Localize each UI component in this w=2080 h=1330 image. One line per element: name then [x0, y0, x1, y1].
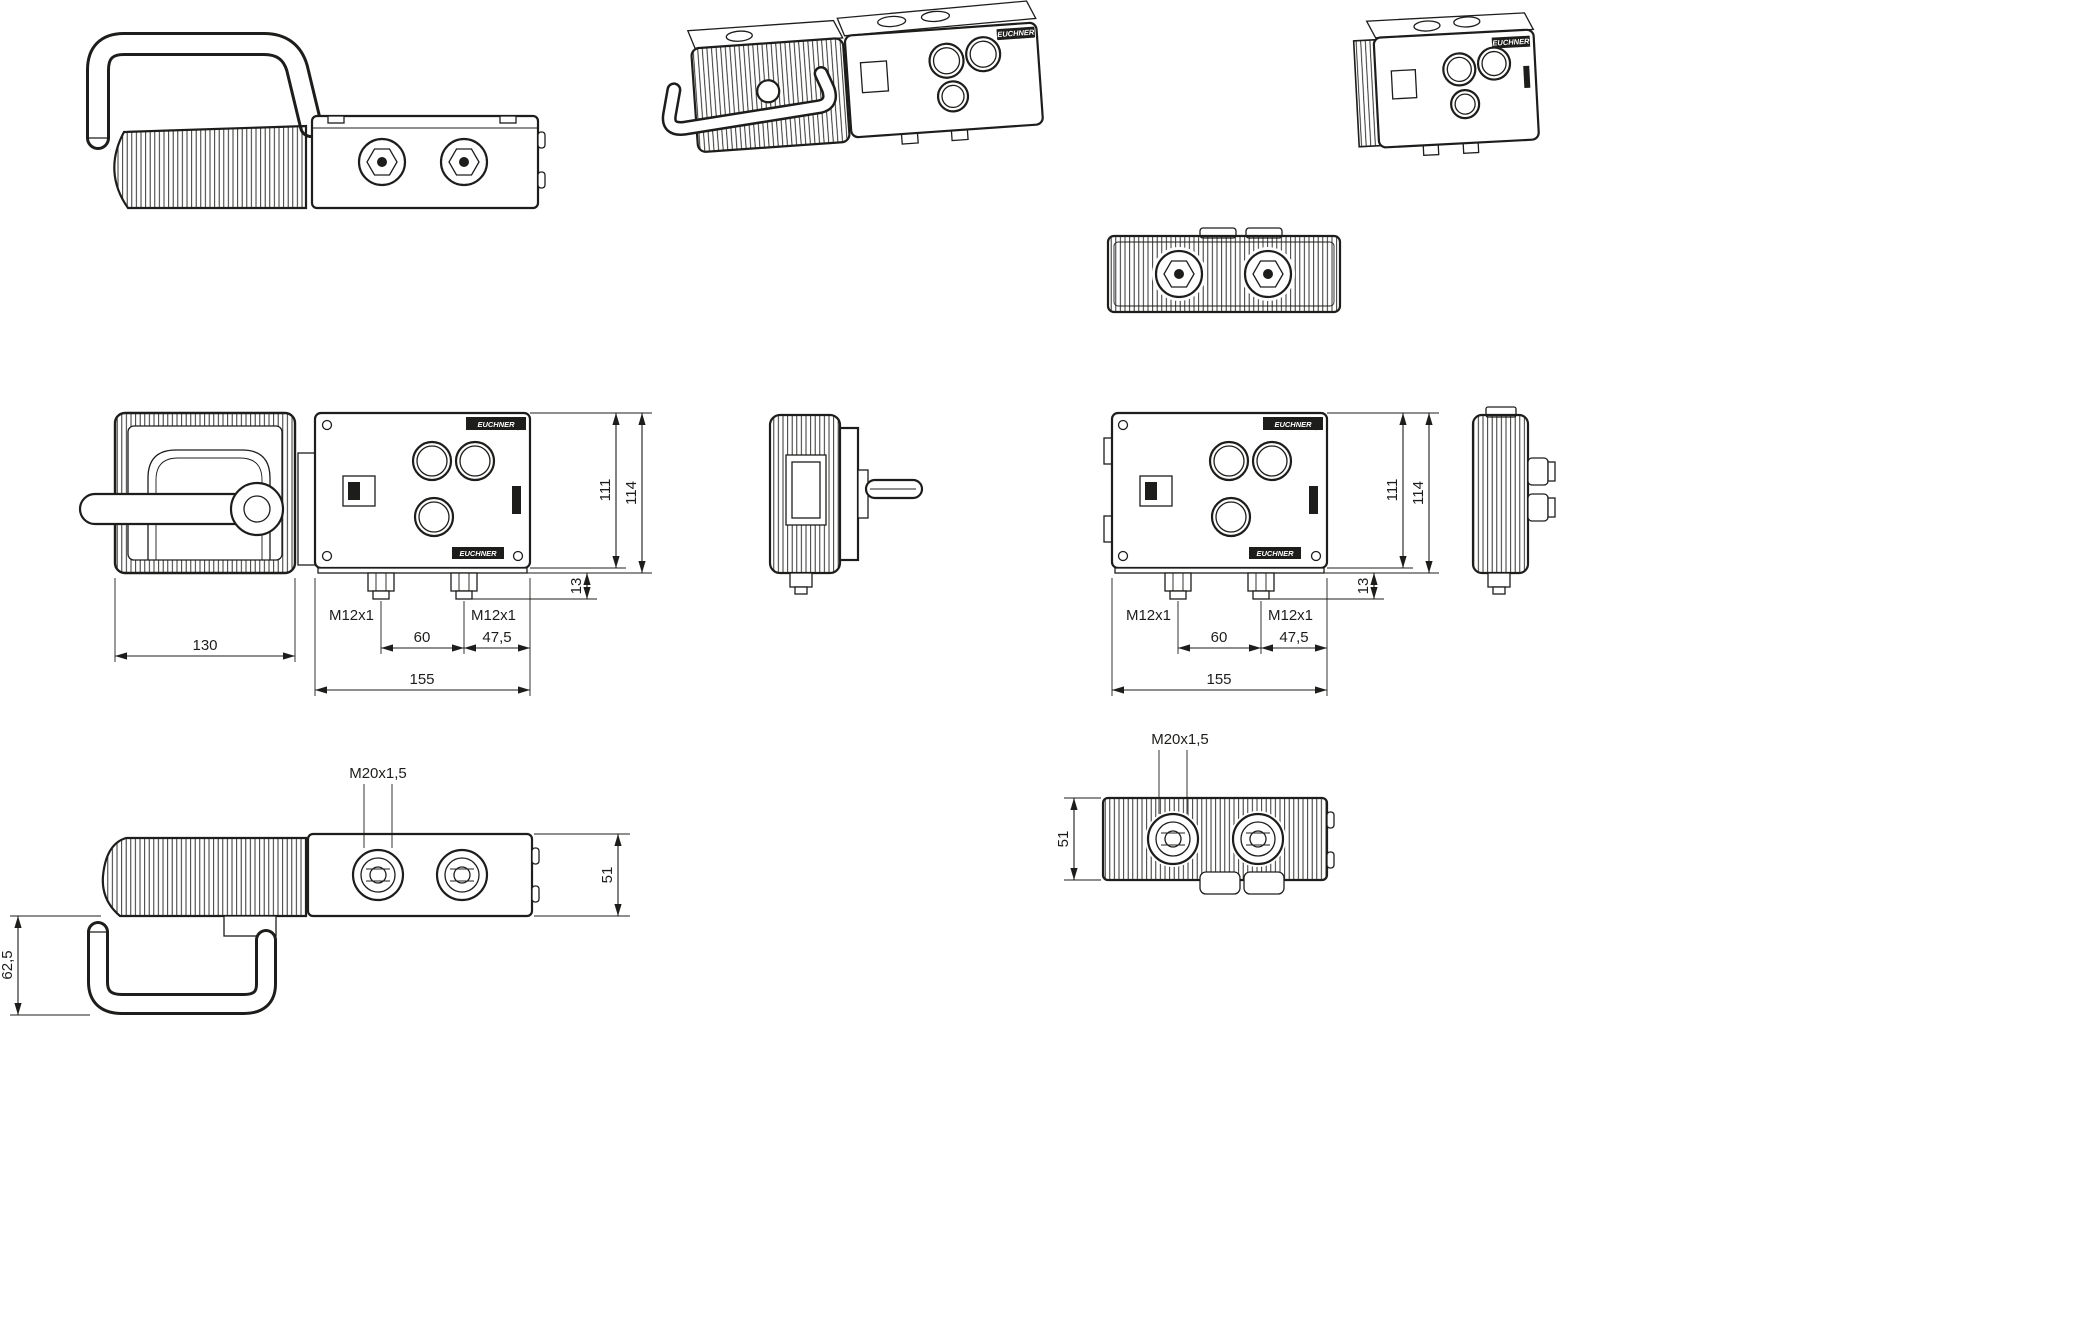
- dim-module-width: 155: [409, 671, 434, 688]
- label-m12-left: M12x1: [329, 607, 374, 624]
- door-handle-top: [86, 32, 323, 150]
- label-m12-left: M12x1: [1126, 607, 1171, 624]
- dim-body-height: 111: [597, 479, 614, 502]
- dim-connector-protrusion: 13: [568, 578, 585, 595]
- brand-badge: EUCHNER: [459, 549, 497, 558]
- view-front-lock-module: EUCHNER EUCHNER: [1092, 398, 1452, 718]
- view-side-handle-module: [758, 400, 938, 615]
- view-side-lock-module: [1458, 400, 1593, 605]
- module-junction: [297, 452, 316, 566]
- brand-badge: EUCHNER: [1256, 549, 1294, 558]
- door-handle-side: [864, 478, 924, 500]
- m12-connectors-front: [367, 572, 478, 600]
- brand-badge: EUCHNER: [997, 28, 1035, 40]
- lock-module-bottom: [306, 832, 540, 918]
- label-m12-right: M12x1: [471, 607, 516, 624]
- view-bottom-lock-module: M20x1,5 51: [1048, 716, 1358, 926]
- view-bottom-assembly: M20x1,5 51 62,5: [0, 748, 660, 1038]
- brand-badge: EUCHNER: [1492, 37, 1530, 48]
- m12-connector-icon: [357, 137, 407, 187]
- dim-connector-spacing: 60: [1211, 629, 1228, 646]
- handle-module-side: [768, 413, 869, 575]
- dim-edge-offset: 47,5: [1279, 629, 1308, 646]
- view-front-assembly: EUCHNER EUCHNER: [60, 398, 670, 718]
- lock-module-top: [1106, 227, 1342, 314]
- dim-connector-protrusion: 13: [1355, 578, 1372, 595]
- m20-gland-icon: [351, 848, 405, 902]
- lock-module-front: EUCHNER EUCHNER: [313, 411, 532, 574]
- lock-module-3d: EUCHNER: [1352, 12, 1540, 157]
- dim-handle-module-width: 130: [192, 637, 217, 654]
- view-perspective-lock-module: EUCHNER: [1338, 8, 1563, 163]
- dim-edge-offset: 47,5: [482, 629, 511, 646]
- view-perspective-assembly: EUCHNER: [648, 0, 1068, 175]
- m12-connector-icon: [439, 137, 489, 187]
- dimensions: M20x1,5 51: [1055, 731, 1209, 881]
- m12-connector-icon: [1241, 247, 1295, 301]
- label-m20: M20x1,5: [1151, 731, 1209, 748]
- dim-overall-height: 114: [623, 481, 640, 505]
- dim-module-width: 155: [1206, 671, 1231, 688]
- m12-connector-icon: [1152, 247, 1206, 301]
- lock-module-side: [1471, 406, 1556, 595]
- dim-body-height: 111: [1384, 479, 1401, 502]
- dimensions: M20x1,5 51 62,5: [0, 765, 630, 1016]
- lock-module-bottom: [1101, 796, 1335, 895]
- view-top-lock-module: [1100, 218, 1350, 323]
- label-m20: M20x1,5: [349, 765, 407, 782]
- handle-module-top: [113, 124, 308, 210]
- dim-handle-offset: 62,5: [0, 950, 16, 979]
- dim-overall-height: 114: [1410, 481, 1427, 505]
- lock-module-top: [310, 114, 546, 210]
- door-handle-bar: [78, 481, 285, 537]
- lock-module-front: EUCHNER EUCHNER: [1103, 411, 1329, 574]
- view-top-assembly: [70, 20, 550, 220]
- lock-module-3d: EUCHNER: [836, 0, 1044, 145]
- brand-badge: EUCHNER: [477, 420, 515, 429]
- dimensions: 155 60 47,5 M12x1 M12x1 13 111 114: [1111, 412, 1439, 696]
- dim-bottom-depth: 51: [599, 867, 616, 884]
- dim-bottom-depth: 51: [1055, 831, 1072, 848]
- m20-gland-icon: [435, 848, 489, 902]
- dimensions: 130 155 60 47,5 M12x1 M12x1 13: [114, 412, 652, 696]
- m20-gland-icon: [1230, 811, 1286, 867]
- m12-connectors-front: [1164, 572, 1275, 600]
- door-handle-bottom: [87, 921, 277, 1015]
- label-m12-right: M12x1: [1268, 607, 1313, 624]
- bottom-connector-stub: [789, 572, 813, 595]
- handle-module-bottom: [101, 836, 311, 918]
- dim-connector-spacing: 60: [414, 629, 431, 646]
- m20-gland-icon: [1145, 811, 1201, 867]
- brand-badge: EUCHNER: [1274, 420, 1312, 429]
- door-handle-3d: [661, 66, 838, 136]
